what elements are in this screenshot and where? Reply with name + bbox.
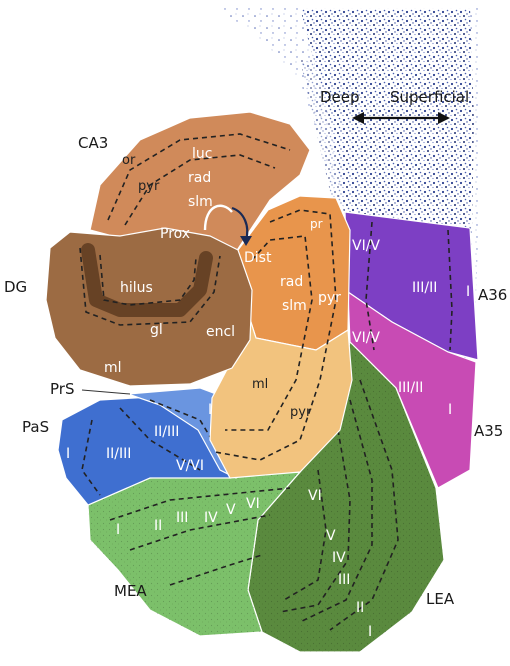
a35-iii-ii-label: III/II [398,380,423,396]
a36-vi-v-label: VI/V [352,238,380,254]
ca1-rad-label: rad [280,274,303,290]
mea-v-label: V [226,502,236,518]
lea-i-label: I [368,624,372,640]
ca1-ml-label: ml [252,377,268,392]
a36-iii-ii-label: III/II [412,280,437,296]
lea-v-label: V [326,528,336,544]
prs-i-label: I [208,402,212,418]
ca3-luc-label: luc [192,146,212,162]
pas-i-label: I [66,446,70,462]
a35-vi-v-label: VI/V [352,330,380,346]
lea-ii-label: II [356,600,364,616]
dg-region [46,228,252,386]
deep-label: Deep [320,88,360,106]
ca3-label: CA3 [78,134,108,152]
prs-ii-iii-label: II/III [154,424,179,440]
lea-vi-label: VI [308,488,322,504]
superficial-label: Superficial [390,88,469,106]
ca1-pr-label: pr [310,217,323,231]
prox-label: Prox [160,226,190,242]
dg-label: DG [4,278,27,296]
ca1-pyr-label: pyr [318,290,341,306]
ca3-or-label: or [122,153,136,168]
a35-i-label: I [448,402,452,418]
ca1-pyr2-label: pyr [290,405,312,420]
ca1-dist-label: Dist [244,250,272,266]
mea-iv-label: IV [204,510,218,526]
ca1-slm-label: slm [282,298,307,314]
lea-iv-label: IV [332,550,346,566]
dg-exp-label: exp [12,318,38,334]
pas-label: PaS [22,418,49,436]
dg-ml-label: ml [104,360,122,376]
mea-iii-label: III [176,510,188,526]
a35-label: A35 [474,422,503,440]
a36-i-label: I [466,284,470,300]
mea-i-label: I [116,522,120,538]
ca3-rad-label: rad [188,170,211,186]
prs-leader [82,390,130,394]
dg-hilus-label: hilus [120,280,153,296]
mea-label: MEA [114,582,147,600]
mea-ii-label: II [154,518,162,534]
mea-vi-label: VI [246,496,260,512]
dg-encl-label: encl [206,324,235,340]
ca3-slm-label: slm [188,194,213,210]
prs-v-vi-label: V/VI [176,458,204,474]
dg-gl-label: gl [150,322,163,338]
ca3-pyr-label: pyr [138,179,160,194]
lea-label: LEA [426,590,455,608]
a36-label: A36 [478,286,507,304]
lea-iii-label: III [338,572,350,588]
prs-label: PrS [50,380,74,398]
pas-ii-iii-label: II/III [106,446,131,462]
